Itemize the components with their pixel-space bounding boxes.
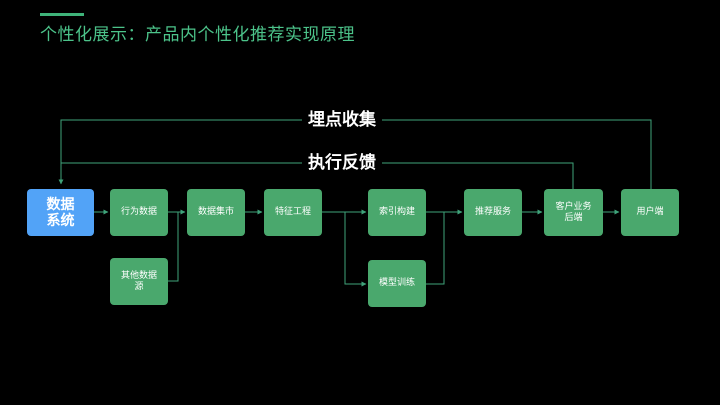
node-model-training: 模型训练 xyxy=(368,260,426,307)
slide-title: 个性化展示：产品内个性化推荐实现原理 xyxy=(40,25,355,45)
edge-other-mart xyxy=(168,212,179,282)
node-feature-engineering: 特征工程 xyxy=(264,189,322,236)
edge-model-rec xyxy=(426,212,445,285)
node-behavior-data: 行为数据 xyxy=(110,189,168,236)
node-user-end: 用户端 xyxy=(621,189,679,236)
edge-feature-model xyxy=(344,212,367,287)
feedback-loop-label: 执行反馈 xyxy=(302,153,382,173)
node-index-build: 索引构建 xyxy=(368,189,426,236)
title-accent-bar xyxy=(40,13,84,16)
collect-loop-label: 埋点收集 xyxy=(302,110,382,130)
feedback-loop-line xyxy=(61,162,574,189)
node-recommendation-service: 推荐服务 xyxy=(464,189,522,236)
node-data-mart: 数据集市 xyxy=(187,189,245,236)
node-client-backend: 客户业务 后端 xyxy=(544,189,603,236)
node-other-data: 其他数据 源 xyxy=(110,258,168,305)
node-data-system: 数据 系统 xyxy=(27,189,94,236)
